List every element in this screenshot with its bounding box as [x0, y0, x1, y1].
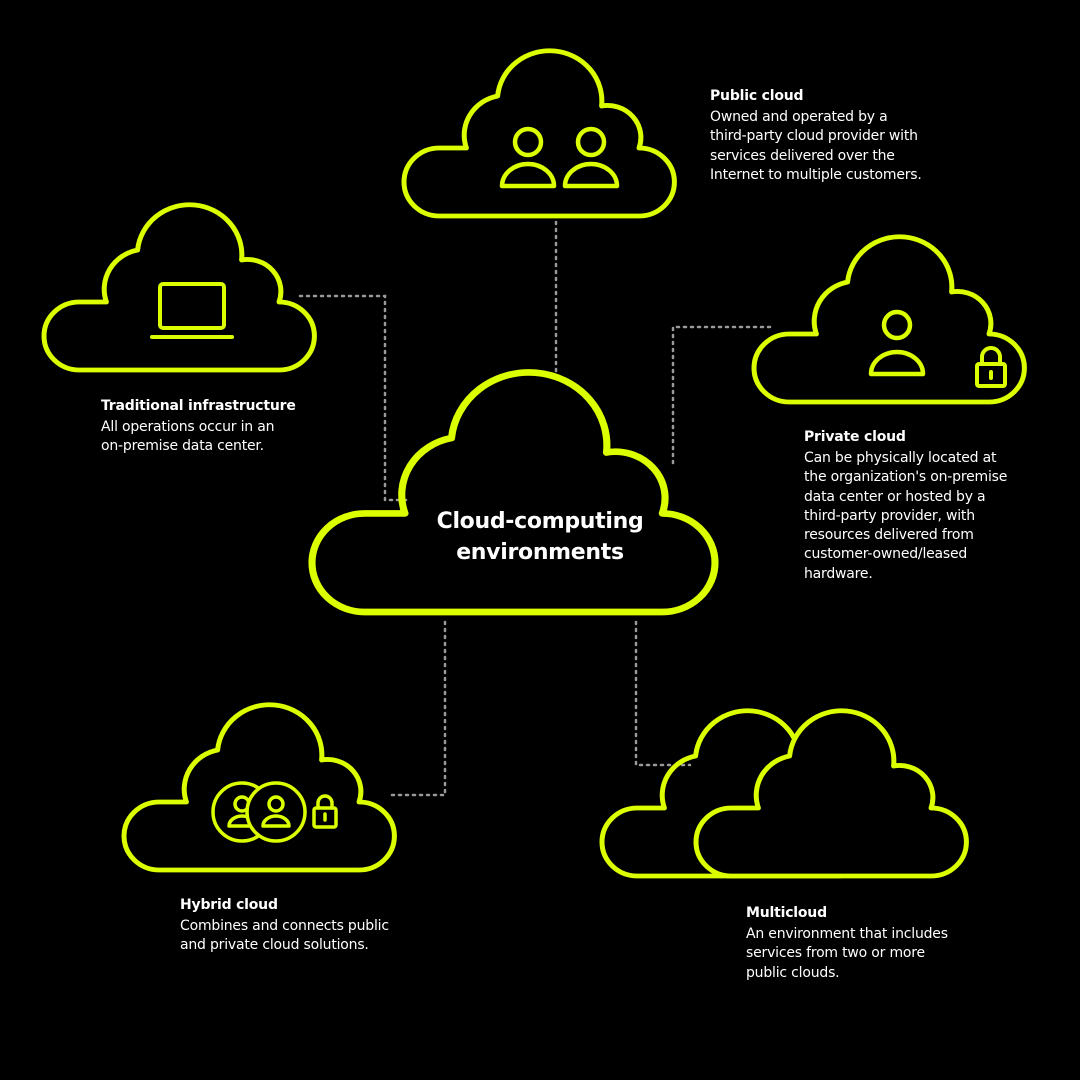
connector-multi	[634, 620, 692, 767]
central-title-line: Cloud-computing	[436, 509, 644, 534]
hybrid-cloud	[124, 705, 394, 870]
connector-hybrid	[386, 620, 447, 797]
public-cloud-block: Public cloud Owned and operated by a thi…	[710, 88, 922, 185]
central-cloud	[312, 372, 715, 612]
laptop-icon	[150, 282, 234, 339]
user-icon	[868, 309, 926, 377]
multicloud-title: Multicloud	[746, 905, 827, 921]
public-cloud-title: Public cloud	[710, 88, 804, 104]
private-cloud-title: Private cloud	[804, 429, 906, 445]
traditional-block: Traditional infrastructure All operation…	[101, 398, 296, 457]
lock-icon	[975, 346, 1007, 388]
public-cloud	[404, 51, 674, 216]
hybrid-cloud-description: Combines and connects public and private…	[180, 918, 389, 954]
central-title-line: environments	[456, 540, 624, 565]
traditional-cloud	[44, 205, 314, 370]
multi-cloud	[602, 711, 966, 876]
multicloud-block: Multicloud An environment that includes …	[746, 905, 948, 983]
private-cloud-description: Can be physically located at the organiz…	[804, 450, 1008, 582]
hybrid-cloud-title: Hybrid cloud	[180, 897, 278, 913]
connector-traditional	[298, 294, 412, 502]
hybrid-cloud-block: Hybrid cloud Combines and connects publi…	[180, 897, 389, 956]
central-title: Cloud-computing environments	[380, 506, 700, 568]
traditional-description: All operations occur in an on-premise da…	[101, 419, 275, 455]
connector-private	[671, 325, 772, 470]
lock-icon	[312, 794, 338, 829]
user-icon	[562, 126, 620, 189]
private-cloud	[754, 237, 1024, 402]
private-cloud-block: Private cloud Can be physically located …	[804, 429, 1007, 584]
user-circle-icon	[245, 781, 307, 843]
traditional-title: Traditional infrastructure	[101, 398, 296, 414]
multicloud-description: An environment that includes services fr…	[746, 926, 948, 981]
public-cloud-description: Owned and operated by a third-party clou…	[710, 109, 922, 183]
user-icon	[499, 126, 557, 189]
